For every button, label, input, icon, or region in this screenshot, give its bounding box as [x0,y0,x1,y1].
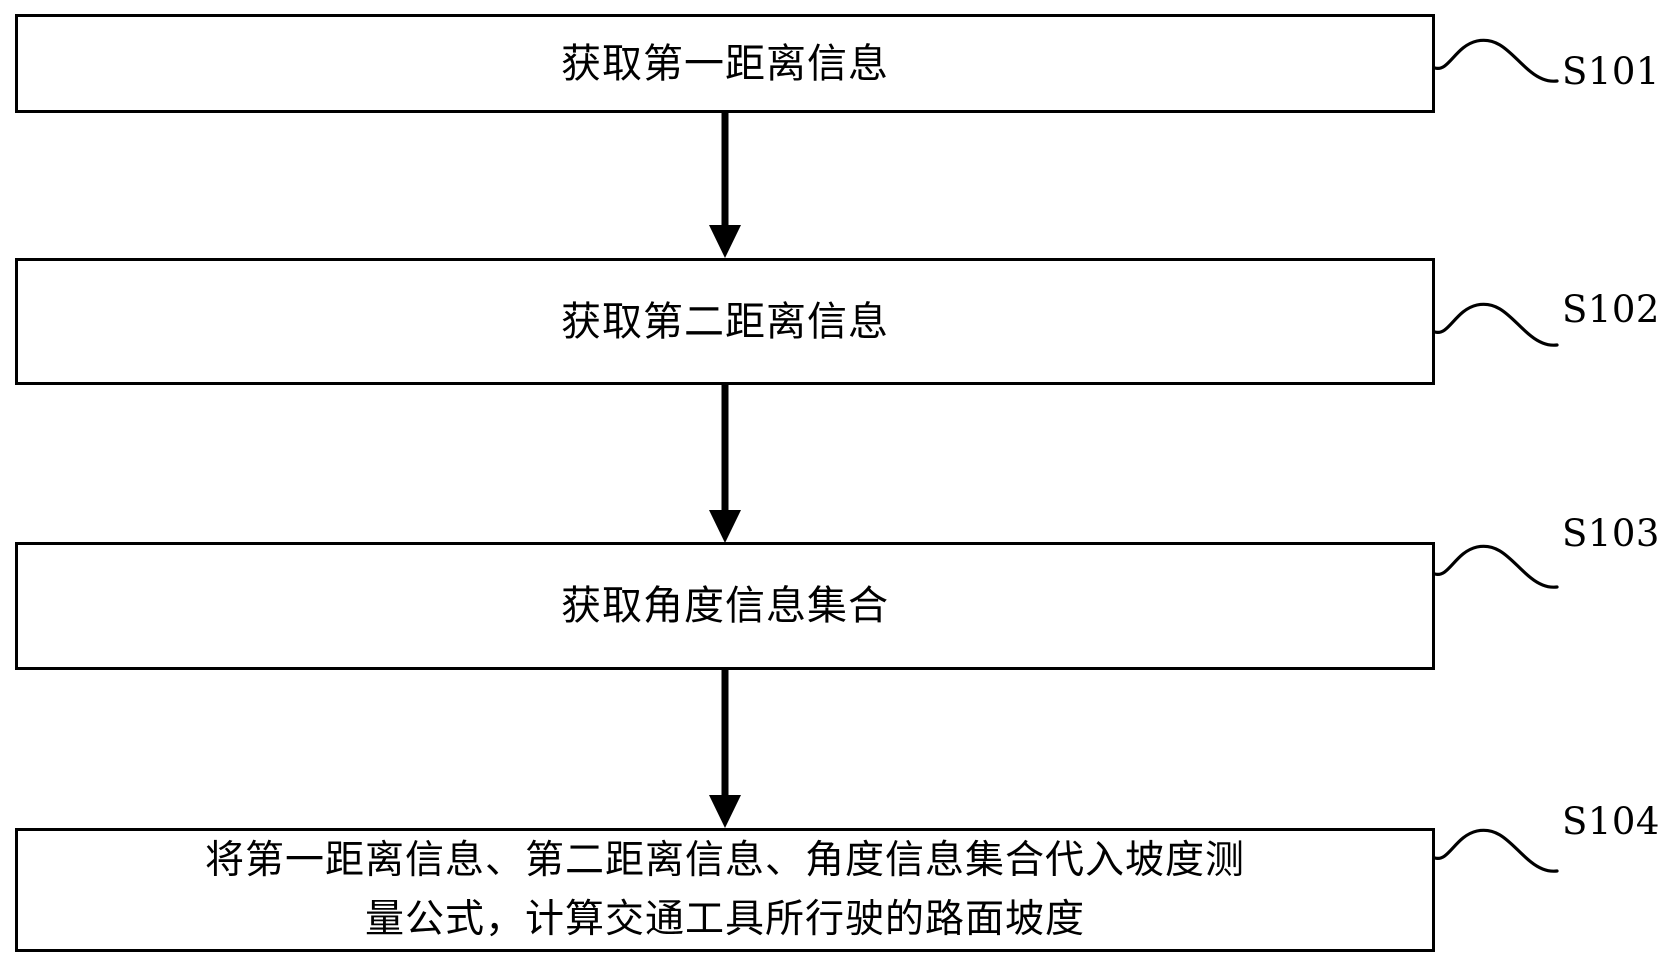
flow-step-box-s102: 获取第二距离信息 [15,258,1435,385]
flow-arrow-s103-s104 [709,670,741,828]
flow-step-text-s101: 获取第一距离信息 [561,40,889,87]
ref-label-s102: S102 [1562,288,1660,331]
flow-step-box-s103: 获取角度信息集合 [15,542,1435,670]
flow-arrow-s102-s103 [709,385,741,543]
flow-step-box-s104: 将第一距离信息、第二距离信息、角度信息集合代入坡度测 量公式，计算交通工具所行驶… [15,828,1435,952]
flow-step-text-s103: 获取角度信息集合 [561,583,889,629]
flow-step-box-s101: 获取第一距离信息 [15,14,1435,113]
leader-line-s101 [1433,38,1559,83]
flow-step-text-s104: 将第一距离信息、第二距离信息、角度信息集合代入坡度测 量公式，计算交通工具所行驶… [204,837,1245,942]
ref-label-s103: S103 [1562,512,1660,555]
ref-label-s101: S101 [1562,50,1660,93]
leader-line-s104 [1433,828,1559,873]
leader-line-s103 [1433,544,1559,589]
flow-step-text-s102: 获取第二距离信息 [561,298,889,345]
ref-label-s104: S104 [1562,800,1660,843]
flow-arrow-s101-s102 [709,113,741,258]
leader-line-s102 [1433,302,1559,347]
